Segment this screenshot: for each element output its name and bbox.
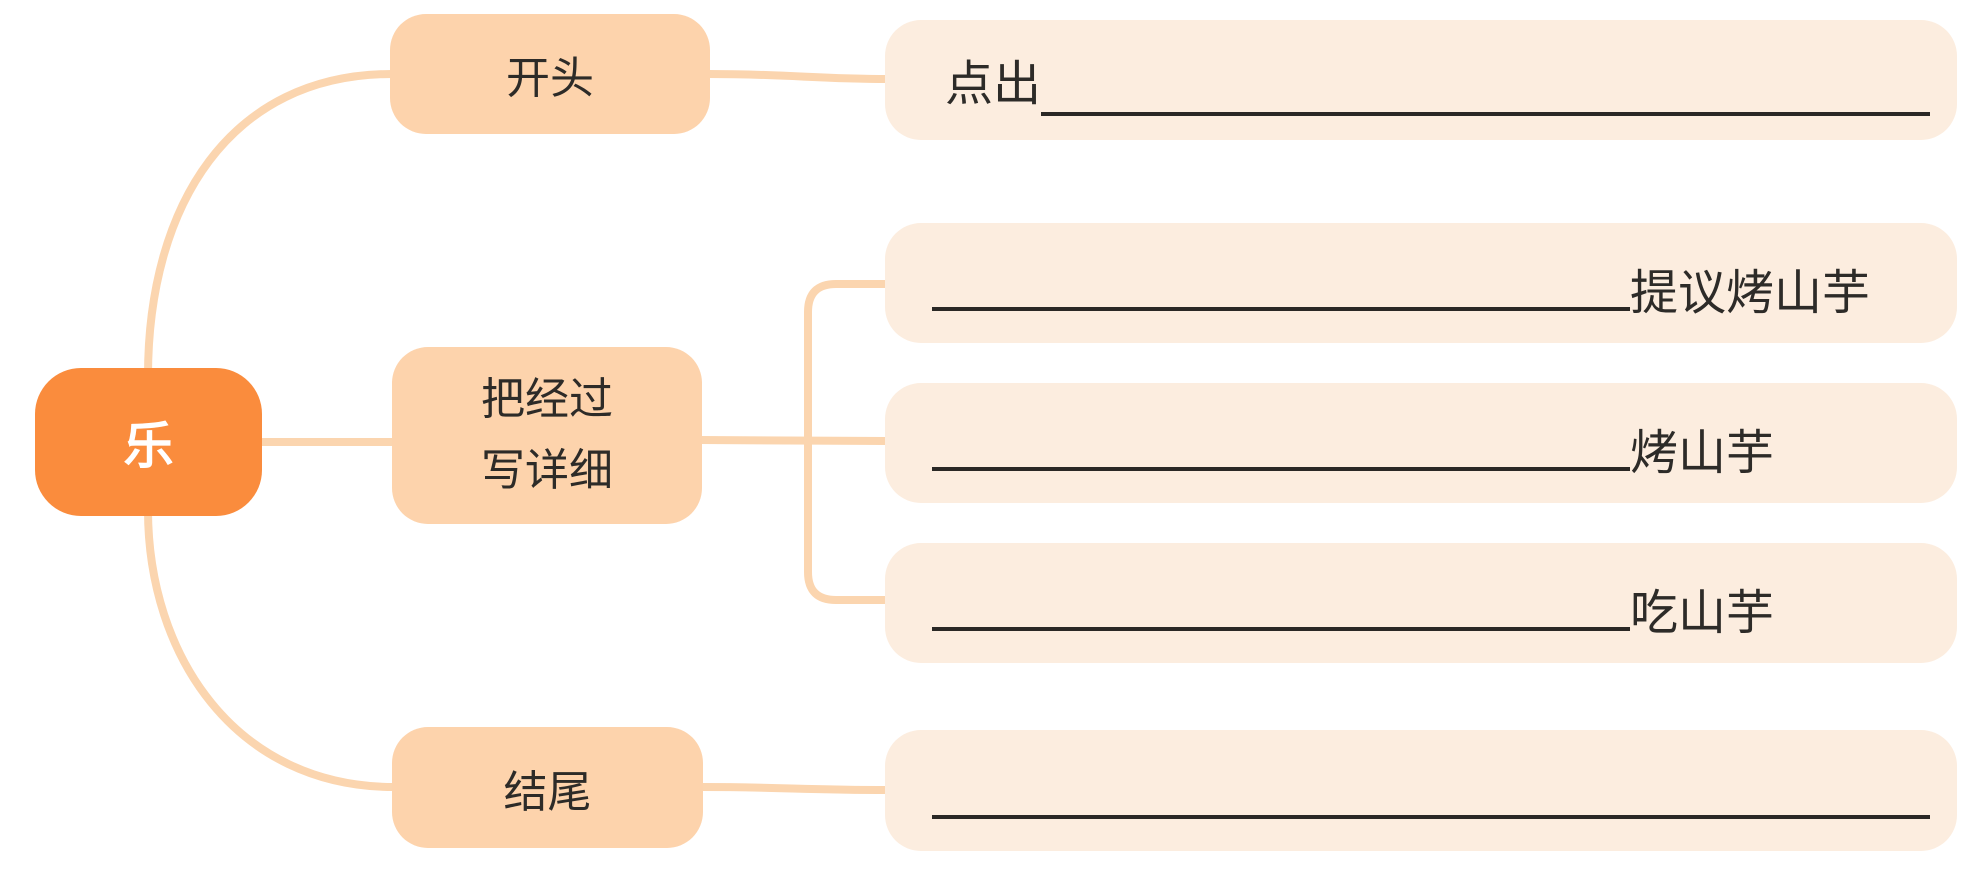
leaf-node-process-1: 提议烤山芋 [885,223,1957,343]
connector-process-to-leaf2 [696,436,892,445]
connector-opening-to-leaf [704,70,892,83]
blank-line [932,627,1630,631]
connector-process-trunk-leaf1-leaf3 [804,280,892,604]
branch-ending-label: 结尾 [503,766,592,818]
root-node: 乐 [35,368,262,516]
branch-node-ending: 结尾 [392,727,703,848]
branch-process-label-line1: 把经过 [481,374,613,426]
leaf-node-process-2: 烤山芋 [885,383,1957,503]
leaf-process-2-suffix: 烤山芋 [1630,425,1775,481]
blank-line [932,467,1630,471]
connector-root-to-opening [144,70,396,380]
leaf-node-process-3: 吃山芋 [885,543,1957,663]
blank-line [932,815,1930,819]
leaf-node-opening-point: 点出 [885,20,1957,140]
branch-node-process: 把经过 写详细 [392,347,702,524]
connector-ending-to-leaf [697,783,892,794]
leaf-process-1-suffix: 提议烤山芋 [1630,265,1871,321]
leaf-opening-prefix: 点出 [945,56,1042,112]
branch-opening-label: 开头 [506,53,594,104]
connector-root-to-ending [144,506,398,791]
leaf-node-ending-blank [885,730,1957,851]
blank-line [1041,112,1930,116]
leaf-process-3-suffix: 吃山芋 [1630,585,1775,641]
branch-process-label-line2: 写详细 [481,444,613,496]
blank-line [932,307,1630,311]
branch-node-opening: 开头 [390,14,710,134]
root-label: 乐 [123,416,174,475]
